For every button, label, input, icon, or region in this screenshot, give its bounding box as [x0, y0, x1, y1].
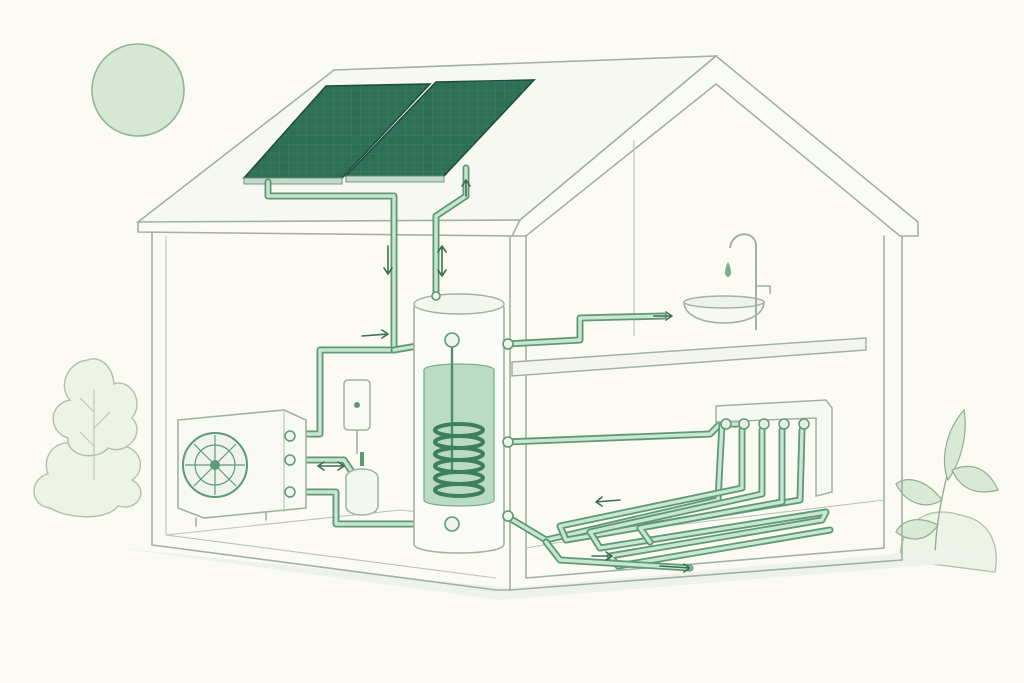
heat-pump-outdoor-unit [177, 409, 307, 527]
control-unit [343, 379, 371, 454]
underfloor-manifold [715, 399, 833, 497]
sun-icon [91, 43, 185, 137]
sink-faucet [683, 233, 771, 330]
expansion-vessel [345, 452, 379, 516]
tank-fittings [431, 291, 514, 532]
house-structure [118, 54, 990, 600]
heating-coil [433, 422, 485, 498]
flow-arrows [317, 179, 691, 573]
solar-thermal-panels [242, 79, 536, 185]
roof-right [510, 54, 919, 237]
plant-icon [895, 408, 999, 573]
upper-floor-shelf [511, 337, 867, 377]
underfloor-heating-loops [542, 426, 834, 572]
tree-icon [33, 358, 142, 518]
